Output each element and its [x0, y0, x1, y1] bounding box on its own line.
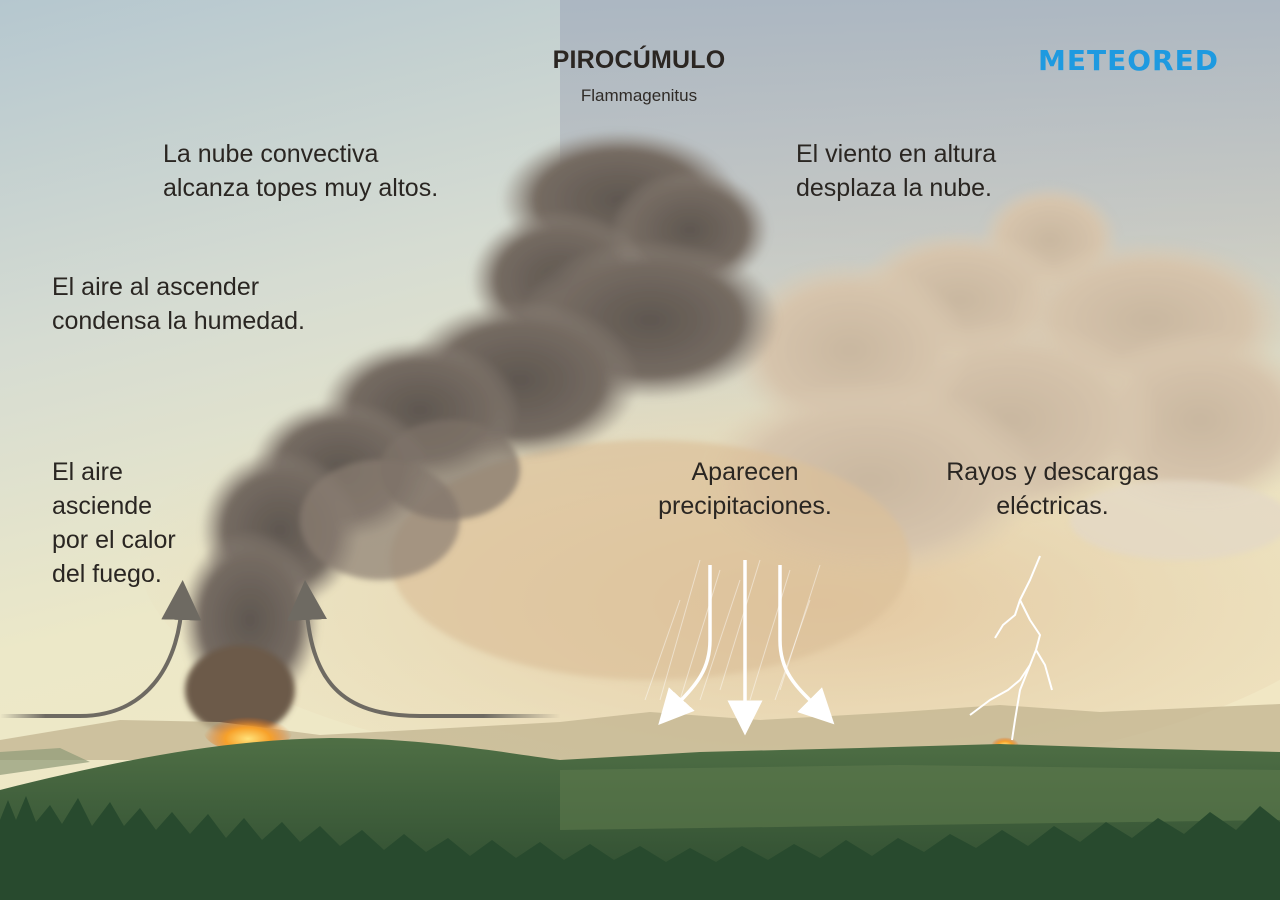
meteored-logo: METEORED — [1038, 44, 1219, 77]
lightning-bolt-icon — [969, 555, 1053, 741]
diagram-subtitle: Flammagenitus — [580, 86, 698, 105]
label-wind: El viento en altura desplaza la nube. — [796, 140, 997, 202]
diagram-title: PIROCÚMULO — [552, 46, 726, 74]
label-condense: El aire al ascender condensa la humedad. — [52, 273, 305, 335]
downdraft-arrows-icon — [658, 560, 835, 736]
foreground-trees — [0, 796, 1280, 900]
smoke-anvil — [390, 185, 1280, 680]
label-lightning: Rayos y descargas eléctricas. — [946, 458, 1159, 520]
label-precipitation: Aparecen precipitaciones. — [658, 458, 832, 520]
smoke-column — [180, 130, 780, 735]
updraft-arrow-icon — [0, 580, 202, 718]
label-cloud-tops: La nube convectiva alcanza topes muy alt… — [163, 140, 439, 202]
updraft-arrow-icon — [287, 580, 560, 718]
label-rises: El aire asciende por el calor del fuego. — [52, 458, 176, 588]
